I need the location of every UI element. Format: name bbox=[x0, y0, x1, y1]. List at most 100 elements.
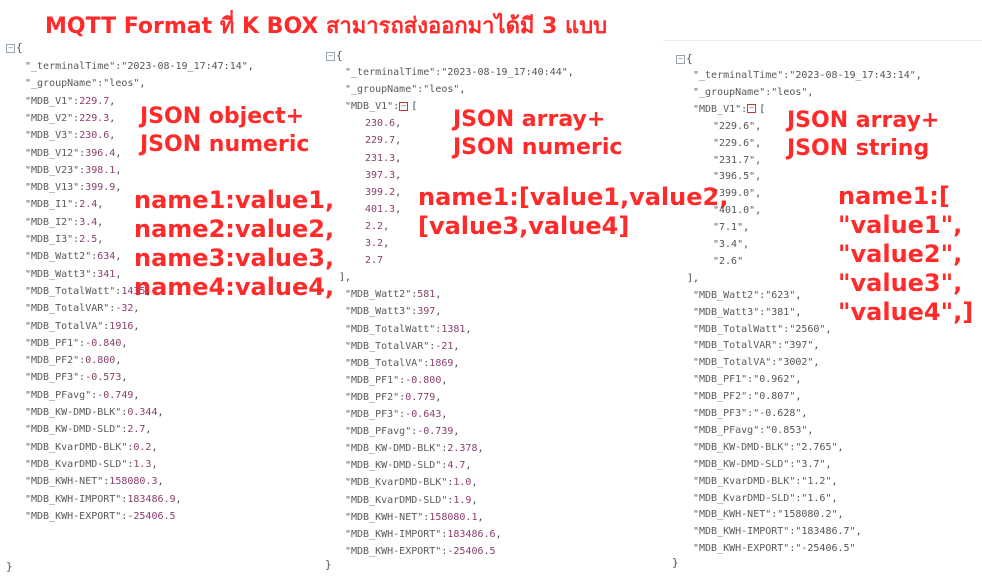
json-line: "MDB_V3":230.6, bbox=[25, 130, 116, 142]
annotation-line: JSON numeric bbox=[453, 135, 623, 160]
json-array-item: "229.6", bbox=[713, 137, 762, 149]
json-line: "MDB_KWH-NET":158080.1, bbox=[345, 511, 484, 523]
json-line: "MDB_TotalWatt":1435, bbox=[25, 285, 152, 297]
json-key: "MDB_Watt3": bbox=[693, 306, 766, 318]
json-key: "MDB_PF1": bbox=[345, 374, 406, 386]
json-line: "MDB_V23":398.1, bbox=[25, 164, 122, 176]
json-value: 398.1 bbox=[85, 164, 116, 176]
annotation-line: JSON array+ bbox=[453, 107, 606, 132]
json-line: "MDB_KWH-NET":"158080.2", bbox=[693, 509, 844, 521]
json-array-item: 2.7 bbox=[365, 255, 383, 267]
json-key: "MDB_V23": bbox=[25, 164, 86, 176]
json-value: -25406.5 bbox=[127, 510, 176, 522]
json-value: -32 bbox=[115, 303, 134, 315]
json-array-item: "229.6", bbox=[713, 120, 762, 132]
json-value: "397" bbox=[783, 340, 814, 352]
annotation-line: JSON object+ bbox=[140, 104, 305, 129]
json-array-item: 397.3, bbox=[365, 169, 402, 181]
json-value: 2.2 bbox=[365, 220, 384, 232]
json-line: "MDB_KWH-NET":158080.3, bbox=[25, 476, 164, 488]
json-key: "MDB_KWH-NET": bbox=[345, 511, 430, 523]
json-value: "231.7" bbox=[713, 154, 756, 166]
json-line: "MDB_PF1":-0.800, bbox=[345, 374, 448, 386]
json-key: "_terminalTime": bbox=[345, 67, 442, 78]
collapse-toggle-icon[interactable]: − bbox=[326, 52, 335, 61]
json-line: "MDB_TotalVAR":-32, bbox=[25, 303, 140, 315]
json-key: "MDB_KvarDMD-SLD": bbox=[25, 458, 134, 470]
json-value: -21 bbox=[435, 340, 454, 352]
json-value: "1.2" bbox=[801, 475, 832, 487]
json-array-item: 399.2, bbox=[365, 186, 402, 198]
json-value: "2.765" bbox=[795, 441, 838, 453]
json-line: "MDB_TotalVAR":-21, bbox=[345, 340, 460, 352]
json-value: 634 bbox=[97, 251, 116, 263]
json-key: "MDB_TotalWatt": bbox=[25, 285, 122, 297]
json-value: 0.344 bbox=[127, 407, 158, 418]
pattern-annotation: name1:value1, name2:value2, name3:value3… bbox=[134, 186, 334, 302]
json-value: 0.2 bbox=[133, 441, 152, 453]
json-panel-array-string: − { } JSON array+ JSON string name1:[ "v… bbox=[663, 40, 982, 581]
json-line: "MDB_I1":2.4, bbox=[25, 199, 104, 211]
json-key: "MDB_KvarDMD-BLK": bbox=[345, 477, 454, 489]
json-value: 1869 bbox=[429, 357, 454, 369]
json-value: 3.2 bbox=[365, 238, 384, 249]
json-value: "-0.628" bbox=[753, 408, 802, 419]
json-value: -0.643 bbox=[405, 409, 442, 420]
json-value: "396.5" bbox=[713, 171, 756, 183]
json-line: "MDB_KWH-IMPORT":183486.9, bbox=[25, 493, 182, 505]
close-brace: } bbox=[672, 556, 679, 569]
json-line: "MDB_PF1":-0.840, bbox=[25, 337, 128, 349]
json-key: "MDB_Watt3": bbox=[345, 306, 418, 318]
json-value: 158080.3 bbox=[109, 476, 158, 488]
json-array-item: "231.7", bbox=[713, 154, 762, 166]
json-value: "3.4" bbox=[713, 239, 744, 250]
pattern-line: "value3", bbox=[838, 269, 963, 297]
json-line: "MDB_V2":229.3, bbox=[25, 112, 116, 124]
collapse-toggle-icon[interactable]: − bbox=[6, 44, 15, 53]
json-value: "401.0" bbox=[713, 205, 756, 217]
pattern-line: name2:value2, bbox=[134, 215, 335, 243]
json-key: "MDB_KWH-IMPORT": bbox=[25, 493, 128, 505]
collapse-toggle-icon[interactable]: − bbox=[676, 55, 685, 64]
array-collapse-icon[interactable]: − bbox=[399, 101, 409, 111]
json-line: "MDB_TotalVA":1916, bbox=[25, 320, 140, 332]
open-brace: { bbox=[336, 49, 343, 62]
json-key: "MDB_KWH-NET": bbox=[25, 476, 110, 488]
json-line: "MDB_KvarDMD-SLD":1.3, bbox=[25, 458, 158, 470]
pattern-line: "value1", bbox=[838, 211, 963, 239]
array-close-bracket: ], bbox=[339, 272, 352, 284]
json-key: "MDB_KWH-IMPORT": bbox=[345, 528, 448, 540]
json-value: 230.6 bbox=[365, 118, 396, 130]
json-line: "MDB_TotalVAR":"397", bbox=[693, 340, 820, 352]
json-key: "MDB_TotalVA": bbox=[693, 357, 778, 369]
json-line: "MDB_KWH-IMPORT":183486.6, bbox=[345, 528, 502, 540]
json-line: "_terminalTime":"2023-08-19_17:47:14", bbox=[25, 61, 254, 72]
json-line: "MDB_TotalWatt":"2560", bbox=[693, 323, 832, 335]
json-value: 1.9 bbox=[453, 494, 472, 506]
json-value: "0.853" bbox=[765, 424, 808, 436]
json-line: "MDB_KWH-EXPORT":"-25406.5" bbox=[693, 543, 856, 555]
array-collapse-icon[interactable]: − bbox=[747, 104, 757, 114]
json-line: "MDB_Watt2":"623", bbox=[693, 289, 802, 301]
json-key: "MDB_TotalVAR": bbox=[693, 340, 784, 352]
json-line: "MDB_KvarDMD-BLK":"1.2", bbox=[693, 475, 838, 487]
format-annotation: JSON array+ JSON numeric bbox=[453, 106, 622, 162]
json-array-item: 229.7, bbox=[365, 135, 402, 147]
json-value: 2.7 bbox=[365, 255, 384, 267]
json-value: -0.800 bbox=[405, 374, 442, 386]
pattern-line: "value2", bbox=[838, 240, 963, 268]
json-value: 229.3 bbox=[79, 112, 110, 124]
json-key: "MDB_I2": bbox=[25, 216, 80, 228]
json-value: 4.7 bbox=[447, 460, 466, 472]
json-line: "MDB_TotalVA":"3002", bbox=[693, 357, 820, 369]
json-key: "MDB_Watt2": bbox=[693, 289, 766, 301]
format-annotation: JSON object+ JSON numeric bbox=[140, 103, 309, 159]
json-array-item: "396.5", bbox=[713, 171, 762, 183]
json-key: "MDB_V13": bbox=[25, 182, 86, 194]
json-key: "_groupName": bbox=[25, 78, 104, 90]
json-value: 2.7 bbox=[127, 424, 146, 436]
json-line: "MDB_KW-DMD-SLD":4.7, bbox=[345, 460, 472, 472]
json-key: "MDB_I3": bbox=[25, 234, 80, 245]
json-line: "MDB_KvarDMD-BLK":0.2, bbox=[25, 441, 158, 453]
json-value: "3.7" bbox=[795, 458, 826, 470]
